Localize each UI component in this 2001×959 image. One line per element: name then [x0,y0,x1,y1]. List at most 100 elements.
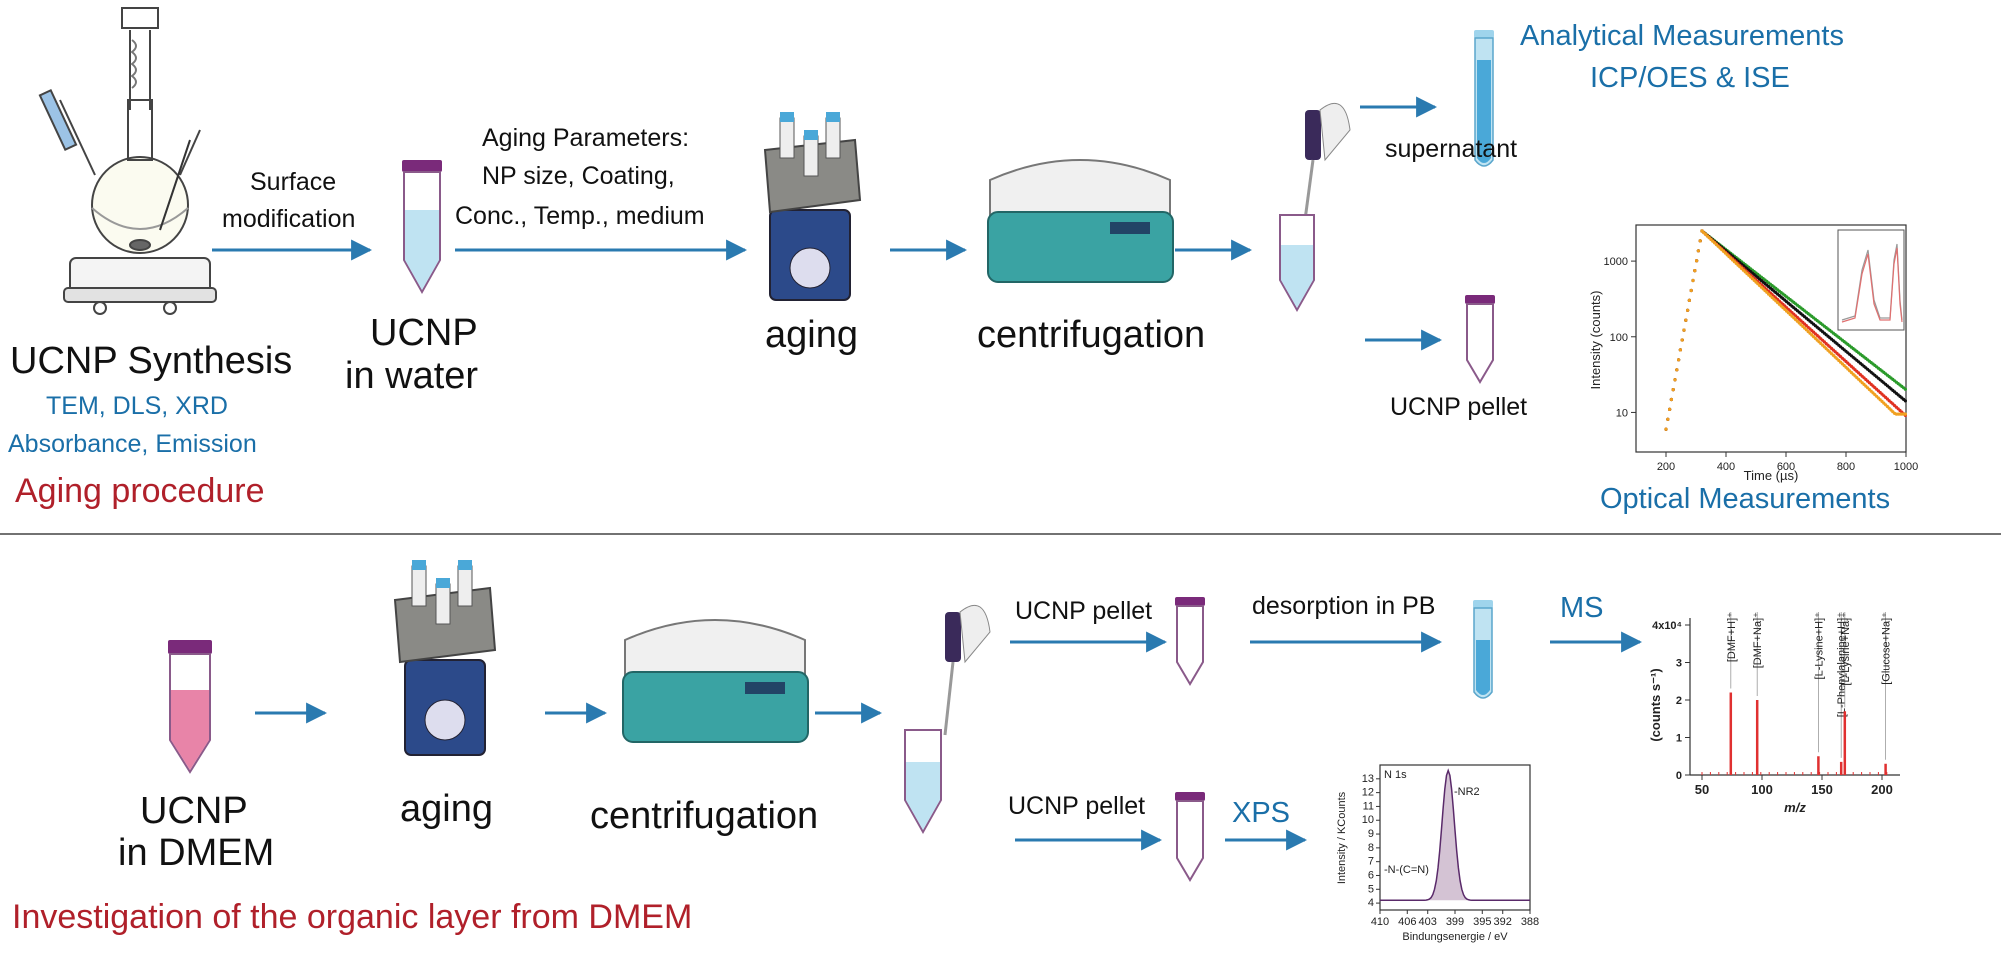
centrifugation-label-2: centrifugation [590,795,819,837]
optical-data-point [1671,388,1675,392]
xps-x-tick-label: 410 [1371,916,1389,928]
aging-label: aging [765,314,858,356]
pipette-tube-icon-2 [904,604,991,835]
pellet-tube-bottom-icon [1175,792,1205,882]
optical-data-point [1675,368,1679,372]
xps-x-tick-label: 399 [1446,916,1464,928]
ms-y-tick-label: 1 [1676,733,1682,745]
xps-ylabel: Intensity / KCounts [1336,791,1348,884]
xps-xlabel: Bindungsenergie / eV [1402,931,1508,943]
optical-x-tick-label: 800 [1837,461,1855,473]
xps-y-tick-label: 10 [1362,814,1374,826]
optical-measurements-label: Optical Measurements [1600,483,1891,515]
ms-x-tick-label: 50 [1695,782,1709,797]
surface-modification-label-1: Surface [250,168,337,196]
water-label-2: in water [345,355,479,397]
optical-ylabel: Intensity (counts) [1588,291,1603,390]
ms-y-tick-label: 2 [1676,695,1682,707]
optical-data-point [1687,298,1691,302]
pb-tube-icon [1473,600,1493,699]
centrifugation-label: centrifugation [977,314,1206,356]
optical-inset-line-2 [1841,247,1903,323]
vortex-mixer-icon [763,112,862,301]
pellet-tube-top-icon [1175,597,1205,686]
optical-data-point [1682,328,1686,332]
ms-y-tick-label: 4x10⁴ [1652,620,1682,632]
water-tube-icon [402,160,442,295]
ms-ylabel: (counts s⁻¹) [1648,668,1663,741]
optical-data-point [1691,278,1695,283]
ms-x-tick-label: 100 [1751,782,1773,797]
vortex-mixer-icon-2 [393,560,497,756]
aging-parameters-2: NP size, Coating, [482,162,675,190]
ms-label: MS [1560,592,1604,624]
optical-y-tick-label: 10 [1616,407,1628,419]
xps-x-tick-label: 395 [1473,916,1491,928]
centrifuge-icon [987,159,1174,283]
supernatant-label: supernatant [1385,135,1518,163]
ms-peak-label: [L-Lysine+Na]⁺ [1840,612,1852,686]
optical-y-tick-label: 100 [1610,332,1628,344]
surface-modification-label-2: modification [222,205,356,233]
optical-data-point [1664,427,1668,431]
ms-y-tick-label: 3 [1676,658,1682,670]
xps-y-tick-label: 13 [1362,773,1374,785]
optical-data-point [1693,269,1697,273]
optical-data-point [1903,387,1907,391]
ms-xlabel: m/z [1784,800,1806,815]
xps-y-tick-label: 11 [1363,800,1374,812]
xps-label: XPS [1232,797,1291,829]
aging-label-2: aging [400,788,493,830]
synthesis-label: UCNP Synthesis [10,340,293,382]
optical-x-tick-label: 400 [1717,461,1735,473]
xps-y-tick-label: 8 [1368,842,1374,854]
pellet-label-bottom: UCNP pellet [1008,792,1146,820]
optical-xlabel: Time (µs) [1744,468,1799,483]
dmem-label-1: UCNP [140,790,248,832]
icp-ise-label: ICP/OES & ISE [1590,62,1790,94]
optical-data-point [1903,412,1907,416]
optical-data-point [1678,348,1682,352]
optical-data-point [1677,358,1681,362]
pellet-label-top: UCNP pellet [1015,597,1153,625]
dmem-tube-icon [168,640,212,774]
ms-x-tick-label: 200 [1871,782,1893,797]
optical-x-tick-label: 200 [1657,461,1675,473]
xps-y-tick-label: 5 [1368,883,1374,895]
synthesis-methods-2: Absorbance, Emission [8,430,257,458]
centrifuge-icon-2 [622,619,809,743]
aging-parameters-3: Conc., Temp., medium [455,202,705,230]
optical-chart-frame [1635,224,1907,453]
supernatant-tube-icon [1474,30,1494,167]
xps-annotation-nr2: -NR2 [1454,786,1480,798]
xps-x-tick-label: 388 [1521,916,1539,928]
xps-y-tick-label: 4 [1368,897,1374,909]
pellet-tube-icon [1465,295,1495,384]
optical-y-tick-label: 1000 [1604,256,1628,268]
xps-annotation-ncn: -N-(C=N) [1384,864,1429,876]
optical-data-point [1684,318,1688,322]
optical-data-point [1680,338,1684,342]
water-label-1: UCNP [370,312,478,354]
analytical-measurements-label: Analytical Measurements [1520,20,1844,52]
optical-data-point [1673,378,1677,382]
ms-peak-label: [Glucose+Na]⁺ [1881,612,1893,685]
optical-data-point [1686,308,1690,312]
synthesis-methods-1: TEM, DLS, XRD [46,392,228,420]
ms-peak-label: [DMF+H]⁺ [1726,612,1738,662]
organic-layer-title: Investigation of the organic layer from … [12,898,693,936]
xps-y-tick-label: 9 [1368,828,1374,840]
xps-y-tick-label: 6 [1368,869,1374,881]
pipette-tube-icon [1279,102,1351,313]
ms-x-tick-label: 150 [1811,782,1833,797]
optical-data-point [1695,259,1699,263]
xps-title: N 1s [1384,769,1407,781]
xps-spectrum-line [1380,768,1530,902]
optical-x-tick-label: 600 [1777,461,1795,473]
xps-x-tick-label: 403 [1419,916,1437,928]
optical-data-point [1669,397,1673,402]
desorption-label: desorption in PB [1252,592,1436,620]
